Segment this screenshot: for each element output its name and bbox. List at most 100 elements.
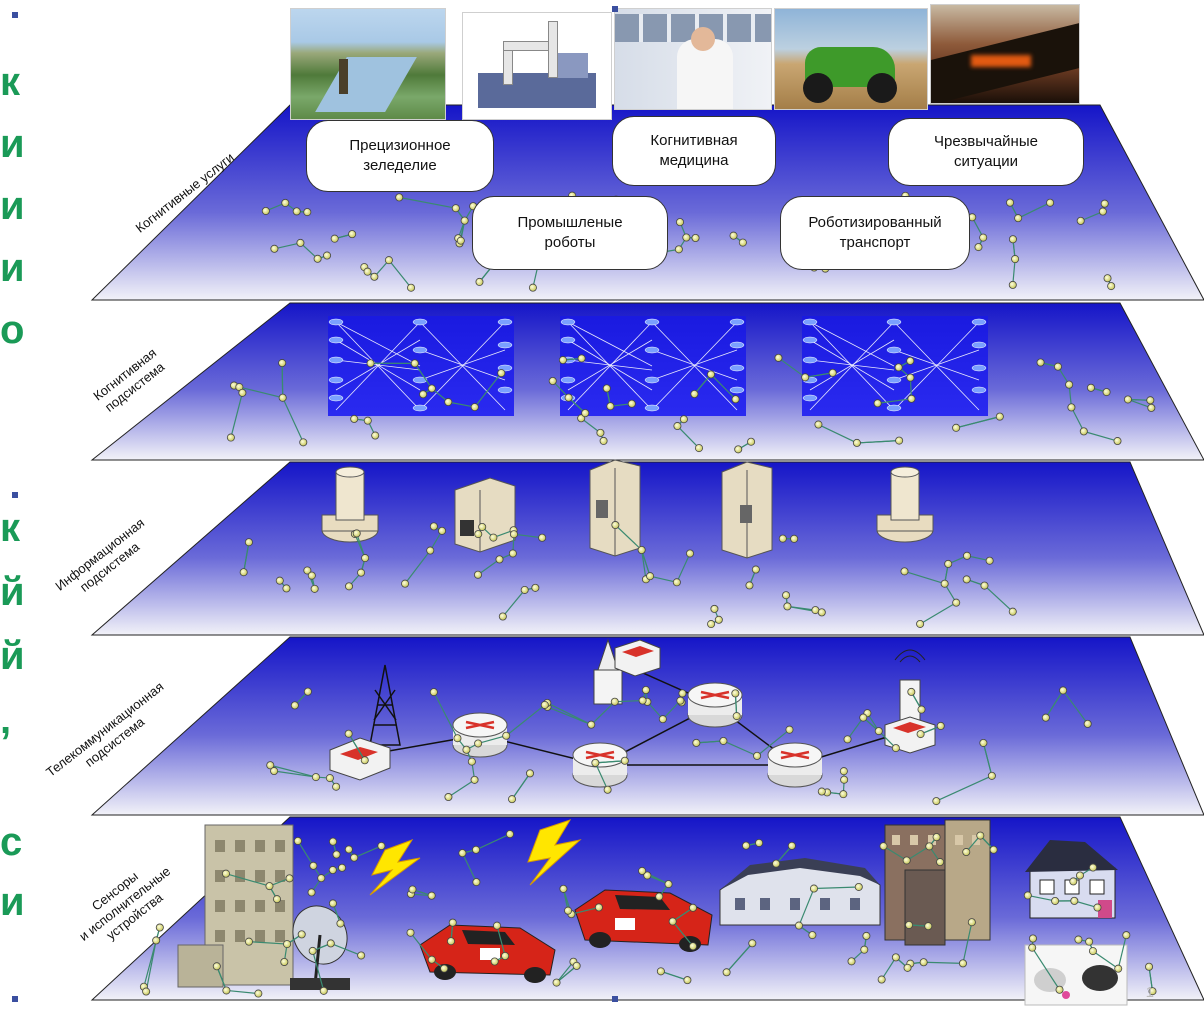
sensor-node	[357, 569, 364, 576]
sensor-node	[509, 550, 516, 557]
sensor-node	[908, 688, 915, 695]
sensor-node	[473, 879, 480, 886]
sensor-node	[245, 539, 252, 546]
sensor-node	[345, 846, 352, 853]
sensor-node	[364, 268, 371, 275]
sensor-node	[840, 768, 847, 775]
sensor-node	[326, 774, 333, 781]
sensor-node	[818, 788, 825, 795]
sensor-node	[1108, 282, 1115, 289]
sensor-node	[818, 609, 825, 616]
node-link	[282, 363, 283, 398]
sensor-node	[245, 938, 252, 945]
neural-network-panel-2	[560, 316, 746, 416]
sensor-node	[565, 394, 572, 401]
sensor-node	[1099, 208, 1106, 215]
sensor-node	[638, 867, 645, 874]
sensor-node	[372, 432, 379, 439]
sensor-node	[829, 369, 836, 376]
sensor-node	[506, 830, 513, 837]
sensor-node	[300, 439, 307, 446]
sensor-node	[283, 585, 290, 592]
sensor-node	[1009, 236, 1016, 243]
sensor-node	[863, 932, 870, 939]
sensor-node	[707, 620, 714, 627]
sensor-node	[953, 424, 960, 431]
sensor-node	[673, 579, 680, 586]
sensor-node	[371, 273, 378, 280]
sensor-node	[1009, 281, 1016, 288]
sensor-node	[686, 550, 693, 557]
sensor-node	[227, 434, 234, 441]
sensor-node	[499, 613, 506, 620]
sensor-node	[1046, 199, 1053, 206]
sensor-node	[996, 413, 1003, 420]
router-icon	[688, 683, 742, 727]
sensor-node	[459, 850, 466, 857]
sensor-node	[895, 364, 902, 371]
sensor-node	[430, 688, 437, 695]
sensor-node	[529, 284, 536, 291]
sensor-node	[628, 400, 635, 407]
sensor-node	[746, 582, 753, 589]
sensor-node	[454, 735, 461, 742]
sensor-node	[573, 962, 580, 969]
sensor-node	[1068, 404, 1075, 411]
sensor-node	[638, 546, 645, 553]
sensor-node	[1011, 255, 1018, 262]
side-text-glyph: й	[0, 636, 25, 676]
sensor-node	[327, 940, 334, 947]
sensor-node	[1009, 608, 1016, 615]
sensor-node	[491, 958, 498, 965]
sensor-node	[471, 403, 478, 410]
sensor-node	[1076, 872, 1083, 879]
sensor-node	[378, 842, 385, 849]
sensor-node	[901, 568, 908, 575]
sensor-node	[490, 534, 497, 541]
sensor-node	[468, 758, 475, 765]
sensor-node	[945, 560, 952, 567]
sensor-node	[351, 415, 358, 422]
sensor-node	[401, 580, 408, 587]
sensor-node	[396, 194, 403, 201]
sensor-node	[1042, 714, 1049, 721]
sensor-node	[679, 690, 686, 697]
bubble-precision-agriculture: Прецизионное зеледелие	[306, 120, 494, 192]
sensor-node	[463, 746, 470, 753]
sensor-node	[936, 858, 943, 865]
bubble-industrial-robots: Промышленые роботы	[472, 196, 668, 270]
sensor-node	[362, 554, 369, 561]
side-text-glyph: и	[0, 124, 25, 164]
side-text-glyph: к	[0, 508, 20, 548]
sensor-node	[755, 839, 762, 846]
sensor-node	[427, 547, 434, 554]
page-number: 1	[1146, 984, 1154, 1001]
sensor-node	[349, 231, 356, 238]
sensor-node	[560, 885, 567, 892]
sensor-node	[732, 396, 739, 403]
robot-tractor-photo	[774, 8, 928, 110]
sensor-node	[920, 959, 927, 966]
sensor-node	[693, 739, 700, 746]
router-icon	[573, 743, 627, 787]
sensor-node	[715, 616, 722, 623]
sensor-node	[990, 846, 997, 853]
sensor-node	[279, 394, 286, 401]
slide-bullet-marker	[12, 12, 18, 18]
sensor-node	[282, 199, 289, 206]
sensor-node	[1104, 275, 1111, 282]
sensor-node	[358, 952, 365, 959]
sensor-node	[461, 217, 468, 224]
sensor-node	[689, 943, 696, 950]
sensor-node	[1077, 217, 1084, 224]
sensor-node	[941, 580, 948, 587]
sensor-node	[475, 740, 482, 747]
sensor-node	[908, 395, 915, 402]
sensor-node	[905, 921, 912, 928]
sensor-node	[988, 772, 995, 779]
sensor-node	[959, 960, 966, 967]
sensor-node	[445, 793, 452, 800]
side-text-glyph: ,	[0, 700, 11, 740]
router-icon	[453, 713, 507, 757]
sensor-node	[539, 534, 546, 541]
